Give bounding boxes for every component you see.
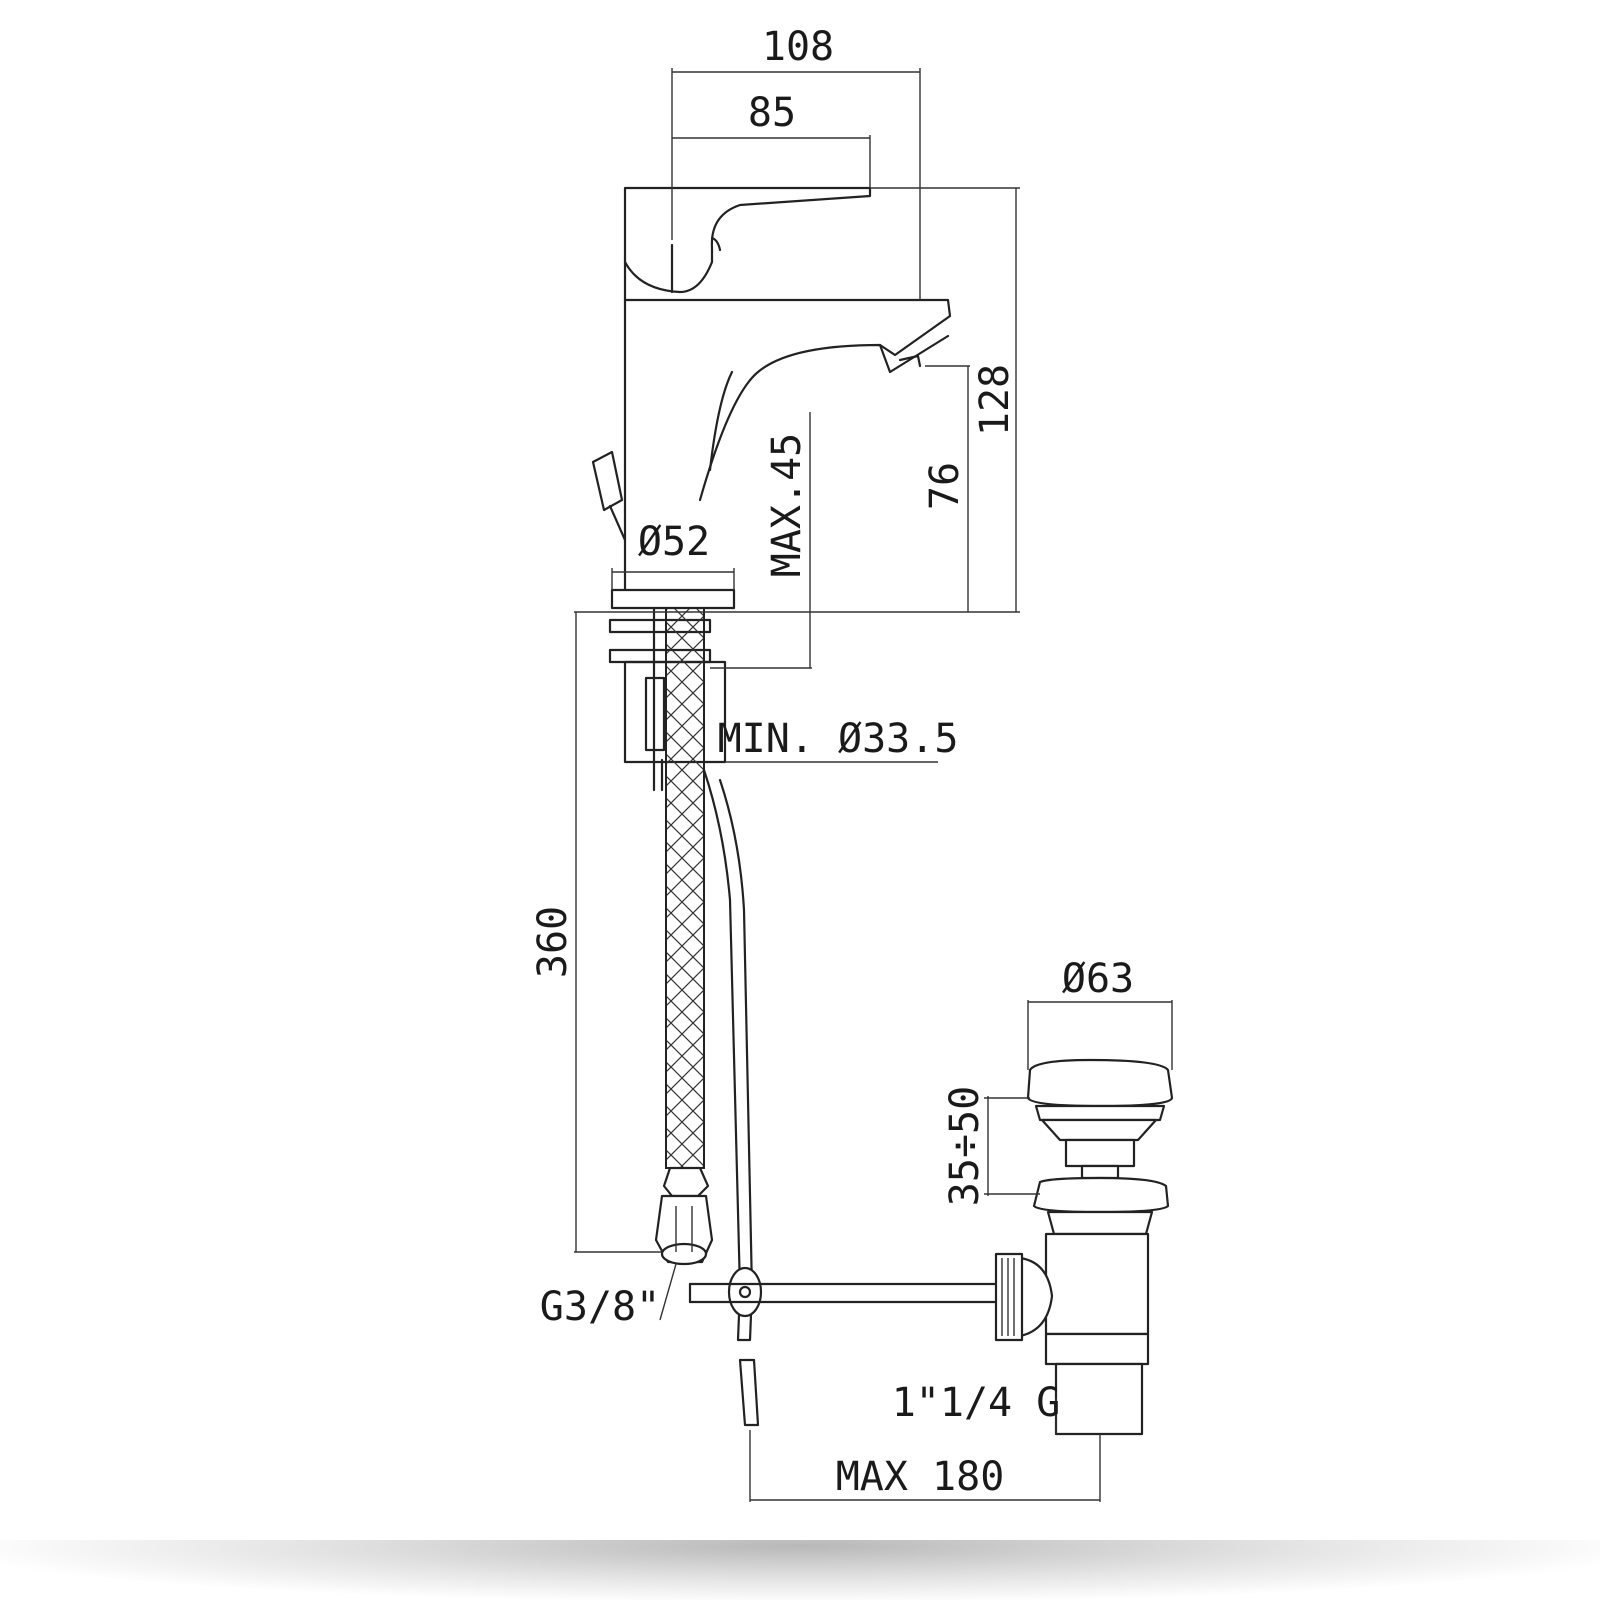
popup-rod: [688, 768, 1002, 1427]
waste-assembly: [994, 1058, 1174, 1436]
bottom-shadow: [0, 1540, 1600, 1600]
dim-76: 76: [922, 462, 968, 510]
dim-360: 360: [530, 906, 576, 978]
dimension-lines: [574, 68, 1173, 1502]
flex-hose: [654, 607, 714, 1266]
dim-waste-diameter: Ø63: [1062, 956, 1134, 1002]
dim-max45: MAX.45: [764, 433, 810, 578]
dim-128: 128: [972, 364, 1018, 436]
dim-85: 85: [748, 90, 796, 136]
dim-max180: MAX 180: [836, 1454, 1005, 1500]
dim-waste-thread: 1"1/4 G: [892, 1380, 1061, 1426]
dim-min-hole: MIN. Ø33.5: [718, 716, 959, 762]
dim-hose-thread: G3/8": [540, 1284, 660, 1330]
dim-waste-range: 35÷50: [942, 1086, 988, 1206]
dim-base-diameter: Ø52: [638, 519, 710, 565]
dim-108: 108: [762, 24, 834, 70]
